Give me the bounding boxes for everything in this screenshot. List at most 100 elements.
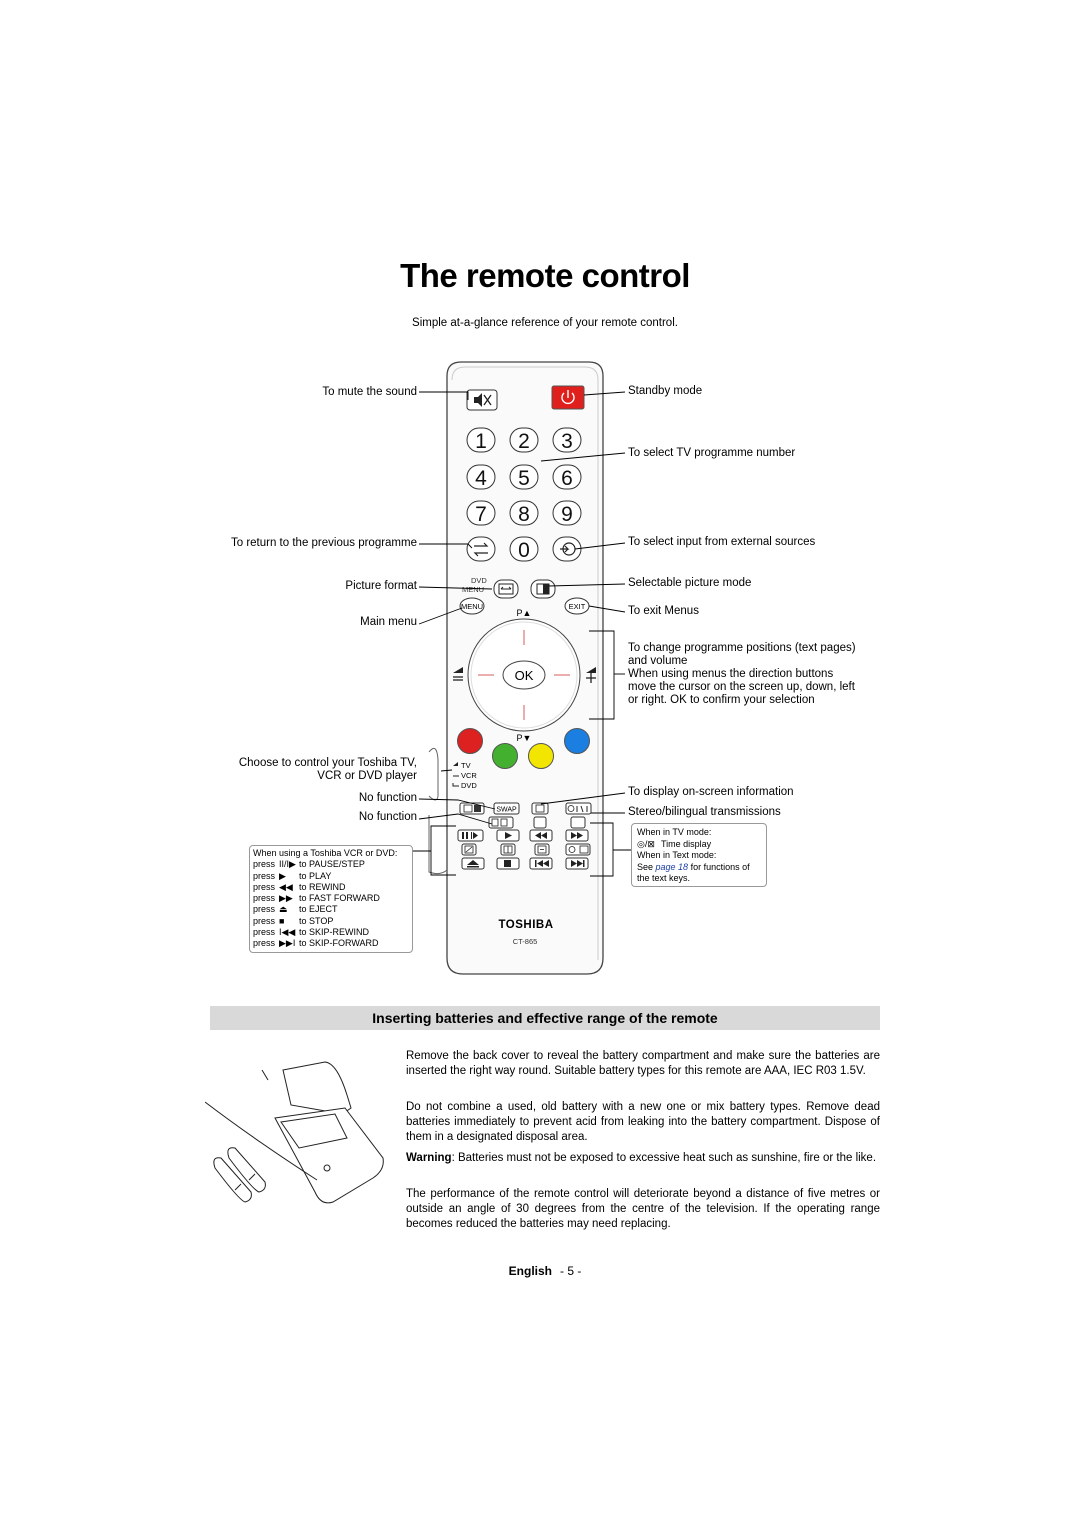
key-2-label: 2 (518, 430, 530, 453)
exit-button-label[interactable]: EXIT (569, 602, 586, 611)
press-text: press (253, 870, 276, 881)
model-label: CT-865 (513, 937, 538, 946)
direction-text-4: move the cursor on the screen up, down, … (628, 681, 855, 693)
power-icon (561, 390, 575, 405)
key-1[interactable] (466, 427, 496, 453)
section-heading: Inserting batteries and effective range … (210, 1006, 880, 1030)
ok-label: OK (515, 668, 534, 683)
menu-button[interactable] (459, 597, 485, 615)
swap-arrows-icon (473, 542, 489, 557)
battery-paragraph-1: Remove the back cover to reveal the batt… (406, 1050, 880, 1078)
yellow-key[interactable] (528, 743, 554, 769)
key-7[interactable] (466, 500, 496, 526)
direction-text-5: or right. OK to confirm your selection (628, 694, 815, 706)
blue-key[interactable] (564, 728, 590, 754)
brand-logo: TOSHIBA (498, 919, 553, 931)
green-key[interactable] (492, 743, 518, 769)
press-text: press (253, 927, 276, 938)
device-selector: TV VCR DVD (452, 761, 477, 790)
subpage-button[interactable] (570, 816, 586, 829)
key-3[interactable] (552, 427, 582, 453)
key-5-label: 5 (518, 467, 530, 490)
previous-programme-button[interactable] (466, 536, 496, 562)
key-4[interactable] (466, 464, 496, 490)
device-dvd-label: DVD (461, 781, 477, 790)
previous-programme-label: To return to the previous programme (230, 537, 417, 549)
vcr-legend-row: press■to STOP (253, 916, 409, 927)
key-4-label: 4 (475, 467, 487, 490)
page-subtitle: Simple at-a-glance reference of your rem… (412, 317, 678, 329)
number-keypad: 1 2 3 4 5 6 7 8 9 0 (466, 427, 582, 562)
key-6[interactable] (552, 464, 582, 490)
ok-button[interactable] (502, 660, 546, 690)
menu-button-label[interactable]: MENU (461, 602, 483, 611)
on-screen-info-label: To display on-screen information (628, 786, 794, 798)
vcr-legend-row: press▶to PLAY (253, 871, 409, 882)
warning-text: : Batteries must not be exposed to exces… (451, 1152, 877, 1164)
picture-mode-icon (536, 583, 550, 595)
fast-forward-icon: ▶▶ (279, 893, 293, 904)
warning-paragraph: Warning: Batteries must not be exposed t… (406, 1151, 880, 1166)
mute-label: To mute the sound (322, 386, 417, 398)
main-menu-label: Main menu (360, 616, 417, 628)
picture-format-icon (498, 583, 514, 595)
footer-language: English (508, 1264, 552, 1278)
key-2[interactable] (509, 427, 539, 453)
volume-down-icon (453, 667, 463, 681)
dvd-menu-label-1: DVD (471, 576, 487, 585)
p-down-label: P▼ (517, 733, 532, 743)
no-function-label-2: No function (358, 811, 417, 823)
picture-mode-label: Selectable picture mode (628, 577, 752, 589)
vcr-action-text: to EJECT (299, 904, 338, 915)
p-up-label: P▲ (517, 608, 532, 618)
functions-text: for functions of (688, 861, 750, 872)
press-text: press (253, 881, 276, 892)
direction-text-2: and volume (628, 655, 688, 667)
warning-label: Warning (406, 1152, 452, 1164)
key-0-label: 0 (518, 539, 530, 562)
remote-diagram: 1 2 3 4 5 6 7 8 9 0 DVD MENU MENU EXIT P… (413, 361, 631, 975)
press-text: press (253, 893, 276, 904)
select-programme-label: To select TV programme number (628, 447, 796, 459)
press-text: press (253, 859, 276, 870)
device-tv-label: TV (461, 761, 471, 770)
text-mode-text: When in Text mode: (637, 850, 717, 860)
key-9[interactable] (552, 500, 582, 526)
vcr-legend-row: press⏏to EJECT (253, 904, 409, 915)
time-display-icon: ◎/⊠ (637, 838, 655, 849)
vcr-action-text: to PAUSE/STEP (299, 859, 365, 870)
red-key[interactable] (457, 728, 483, 754)
pause-step-button[interactable] (457, 829, 484, 842)
page-18-link[interactable]: page 18 (655, 861, 689, 872)
tv-text-legend: When in TV mode: ◎/⊠Time display When in… (631, 823, 767, 887)
key-8[interactable] (509, 500, 539, 526)
battery-illustration (205, 1061, 384, 1204)
device-vcr-label: VCR (461, 771, 477, 780)
swap-button-label[interactable]: SWAP (496, 807, 517, 814)
hold-button[interactable] (533, 816, 547, 829)
key-3-label: 3 (561, 430, 573, 453)
time-display-text: Time display (661, 838, 712, 849)
key-6-label: 6 (561, 467, 573, 490)
key-0[interactable] (509, 536, 539, 562)
page-footer: English- 5 - (0, 1264, 1080, 1278)
direction-text-1: To change programme positions (text page… (628, 642, 856, 654)
key-7-label: 7 (475, 503, 487, 526)
vcr-action-text: to SKIP-FORWARD (299, 938, 379, 949)
press-text: press (253, 915, 276, 926)
key-1-label: 1 (475, 430, 487, 453)
stop-icon: ■ (279, 915, 285, 926)
vcr-action-text: to SKIP-REWIND (299, 927, 370, 938)
external-input-label: To select input from external sources (628, 536, 816, 548)
eject-icon: ⏏ (279, 904, 288, 915)
vcr-action-text: to REWIND (299, 881, 346, 892)
battery-paragraph-2: Do not combine a used, old battery with … (406, 1101, 880, 1144)
press-text: press (253, 938, 276, 949)
no-function-label-1: No function (358, 792, 417, 804)
key-5[interactable] (509, 464, 539, 490)
pause-step-icon: II/I▶ (279, 859, 296, 870)
see-text: See (637, 861, 656, 872)
skip-rewind-icon: I◀◀ (279, 927, 296, 938)
